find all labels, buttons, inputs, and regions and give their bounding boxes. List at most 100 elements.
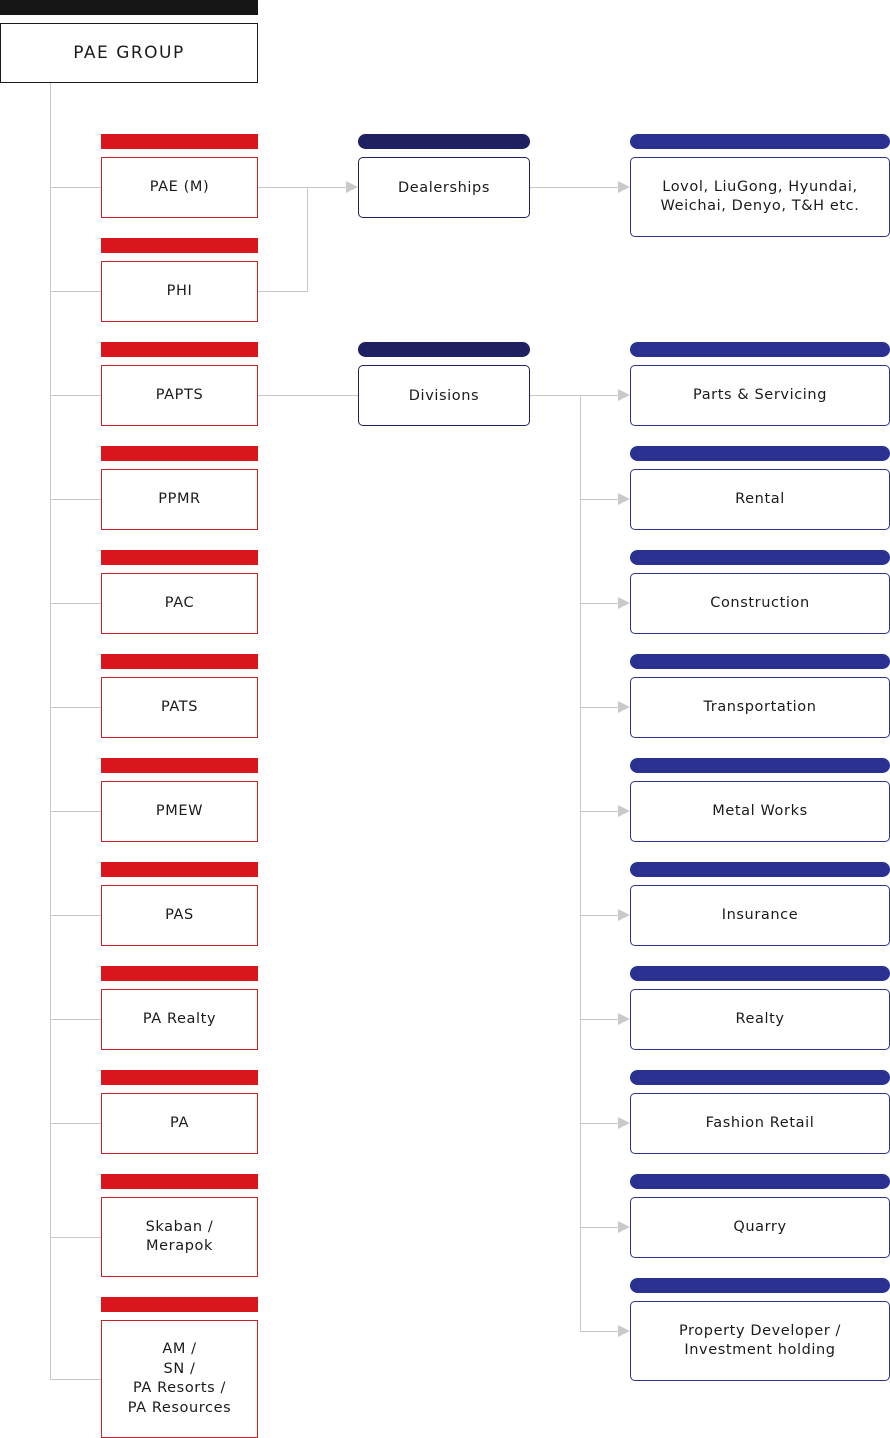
middle-accent-bar <box>358 134 530 149</box>
division-branch-line <box>580 811 618 812</box>
company-label: PAE (M) <box>149 178 210 195</box>
company-node-skaban-merapok[interactable]: Skaban / Merapok <box>101 1197 258 1277</box>
branch-line <box>50 1379 101 1380</box>
division-accent-bar <box>630 862 890 877</box>
brands-link-line <box>530 187 618 188</box>
division-label: Property Developer / Investment holding <box>678 1322 842 1359</box>
divisions-link-line <box>258 395 358 396</box>
division-accent-bar <box>630 342 890 357</box>
divisions-node[interactable]: Divisions <box>358 365 530 426</box>
root-node-pae-group[interactable]: PAE GROUP <box>0 23 258 83</box>
division-accent-bar <box>630 758 890 773</box>
branch-line <box>50 395 101 396</box>
company-node-pats[interactable]: PATS <box>101 677 258 738</box>
company-node-ppmr[interactable]: PPMR <box>101 469 258 530</box>
division-accent-bar <box>630 966 890 981</box>
middle-accent-bar <box>358 342 530 357</box>
arrow-right-icon <box>618 181 630 193</box>
company-accent-bar <box>101 342 258 357</box>
division-node-realty[interactable]: Realty <box>630 989 890 1050</box>
arrow-right-icon <box>618 909 630 921</box>
company-node-pmew[interactable]: PMEW <box>101 781 258 842</box>
branch-line <box>50 915 101 916</box>
company-label: PPMR <box>158 490 201 507</box>
company-node-phi[interactable]: PHI <box>101 261 258 322</box>
branch-line <box>50 187 101 188</box>
company-label: PAS <box>165 906 194 923</box>
company-accent-bar <box>101 550 258 565</box>
division-branch-line <box>580 1123 618 1124</box>
company-accent-bar <box>101 862 258 877</box>
dealership-link-line <box>258 291 308 292</box>
branch-line <box>50 1019 101 1020</box>
dealership-link-line <box>258 187 346 188</box>
company-label: PATS <box>160 698 199 715</box>
company-node-pa[interactable]: PA <box>101 1093 258 1154</box>
division-label: Metal Works <box>712 802 808 819</box>
company-label: AM / SN / PA Resorts / PA Resources <box>127 1341 232 1416</box>
branch-line <box>50 811 101 812</box>
dealerships-node[interactable]: Dealerships <box>358 157 530 218</box>
arrow-right-icon <box>618 1221 630 1233</box>
company-accent-bar <box>101 1297 258 1312</box>
division-label: Transportation <box>703 698 817 715</box>
company-node-papts[interactable]: PAPTS <box>101 365 258 426</box>
company-accent-bar <box>101 238 258 253</box>
company-node-pa-realty[interactable]: PA Realty <box>101 989 258 1050</box>
division-branch-line <box>580 603 618 604</box>
division-accent-bar <box>630 654 890 669</box>
company-label: PHI <box>166 282 193 299</box>
company-node-pas[interactable]: PAS <box>101 885 258 946</box>
division-accent-bar <box>630 1174 890 1189</box>
division-label: Insurance <box>721 906 799 923</box>
division-accent-bar <box>630 446 890 461</box>
division-branch-line <box>580 1331 618 1332</box>
company-accent-bar <box>101 1174 258 1189</box>
division-node-construction[interactable]: Construction <box>630 573 890 634</box>
division-node-metal-works[interactable]: Metal Works <box>630 781 890 842</box>
branch-line <box>50 499 101 500</box>
root-header-bar <box>0 0 258 15</box>
branch-line <box>50 291 101 292</box>
divisions-trunk-line <box>580 395 581 1332</box>
division-label: Parts & Servicing <box>693 386 827 403</box>
arrow-right-icon <box>618 597 630 609</box>
company-accent-bar <box>101 758 258 773</box>
division-node-parts-servicing[interactable]: Parts & Servicing <box>630 365 890 426</box>
division-label: Construction <box>710 594 810 611</box>
division-node-rental[interactable]: Rental <box>630 469 890 530</box>
arrow-right-icon <box>618 701 630 713</box>
division-node-quarry[interactable]: Quarry <box>630 1197 890 1258</box>
branch-line <box>50 707 101 708</box>
dealership-brands-node[interactable]: Lovol, LiuGong, Hyundai, Weichai, Denyo,… <box>630 157 890 237</box>
division-node-transportation[interactable]: Transportation <box>630 677 890 738</box>
division-node-fashion-retail[interactable]: Fashion Retail <box>630 1093 890 1154</box>
company-node-am-sn-pa-resorts[interactable]: AM / SN / PA Resorts / PA Resources <box>101 1320 258 1438</box>
division-accent-bar <box>630 550 890 565</box>
division-branch-line <box>580 499 618 500</box>
division-branch-line <box>580 1019 618 1020</box>
division-node-property-developer[interactable]: Property Developer / Investment holding <box>630 1301 890 1381</box>
division-label: Fashion Retail <box>705 1114 815 1131</box>
company-label: PAC <box>164 594 195 611</box>
company-label: PMEW <box>155 802 204 819</box>
division-branch-line <box>580 915 618 916</box>
company-label: PA Realty <box>142 1010 217 1027</box>
division-node-insurance[interactable]: Insurance <box>630 885 890 946</box>
arrow-right-icon <box>618 1013 630 1025</box>
branch-line <box>50 1237 101 1238</box>
company-node-pae-m[interactable]: PAE (M) <box>101 157 258 218</box>
company-accent-bar <box>101 966 258 981</box>
division-label: Realty <box>735 1010 785 1027</box>
company-label: Skaban / Merapok <box>145 1218 214 1255</box>
root-node-label: PAE GROUP <box>73 43 185 63</box>
arrow-right-icon <box>618 493 630 505</box>
company-accent-bar <box>101 654 258 669</box>
middle-label: Divisions <box>408 387 480 404</box>
arrow-right-icon <box>618 1117 630 1129</box>
company-node-pac[interactable]: PAC <box>101 573 258 634</box>
brands-accent-bar <box>630 134 890 149</box>
division-branch-line <box>580 1227 618 1228</box>
division-accent-bar <box>630 1278 890 1293</box>
company-accent-bar <box>101 134 258 149</box>
